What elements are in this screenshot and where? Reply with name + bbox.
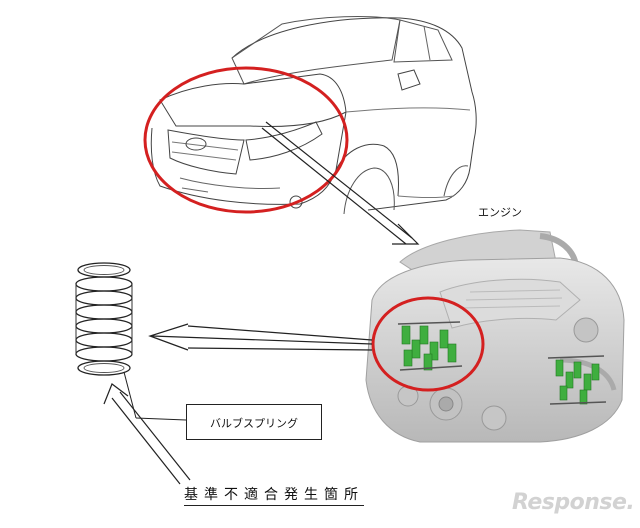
spring-icon — [75, 262, 133, 376]
valve-label-leader — [135, 417, 187, 421]
engine-valve-springs-right — [547, 355, 607, 405]
engine-valve-springs-left — [397, 321, 463, 371]
engine-to-spring-arrow — [151, 335, 373, 345]
car-highlight-circle — [143, 66, 349, 214]
non-conformity-arrow — [119, 391, 191, 481]
arrow-icon — [392, 223, 420, 245]
car-grille — [167, 129, 245, 175]
response-watermark: Response. — [512, 490, 635, 515]
car-to-engine-arrow — [265, 121, 413, 239]
car-hood — [159, 73, 347, 127]
car-wheel-arch — [335, 143, 399, 197]
car-headlight — [245, 121, 323, 161]
car-fog-light — [289, 195, 303, 209]
engine-label: エンジン — [478, 206, 522, 219]
engine-illustration — [365, 229, 625, 443]
car-emblem — [185, 137, 207, 151]
valve-spring-callout-box: バルブスプリング — [186, 404, 322, 440]
engine-highlight-circle — [371, 296, 485, 392]
non-conformity-label: 基準不適合発生箇所 — [184, 484, 364, 506]
car-roof — [231, 17, 477, 211]
car-wheel — [343, 167, 395, 215]
valve-spring-label: バルブスプリング — [210, 417, 298, 430]
car-mirror — [397, 69, 421, 91]
car-windshield — [231, 16, 401, 85]
car-illustration — [150, 16, 477, 215]
car-side-window — [393, 19, 453, 63]
